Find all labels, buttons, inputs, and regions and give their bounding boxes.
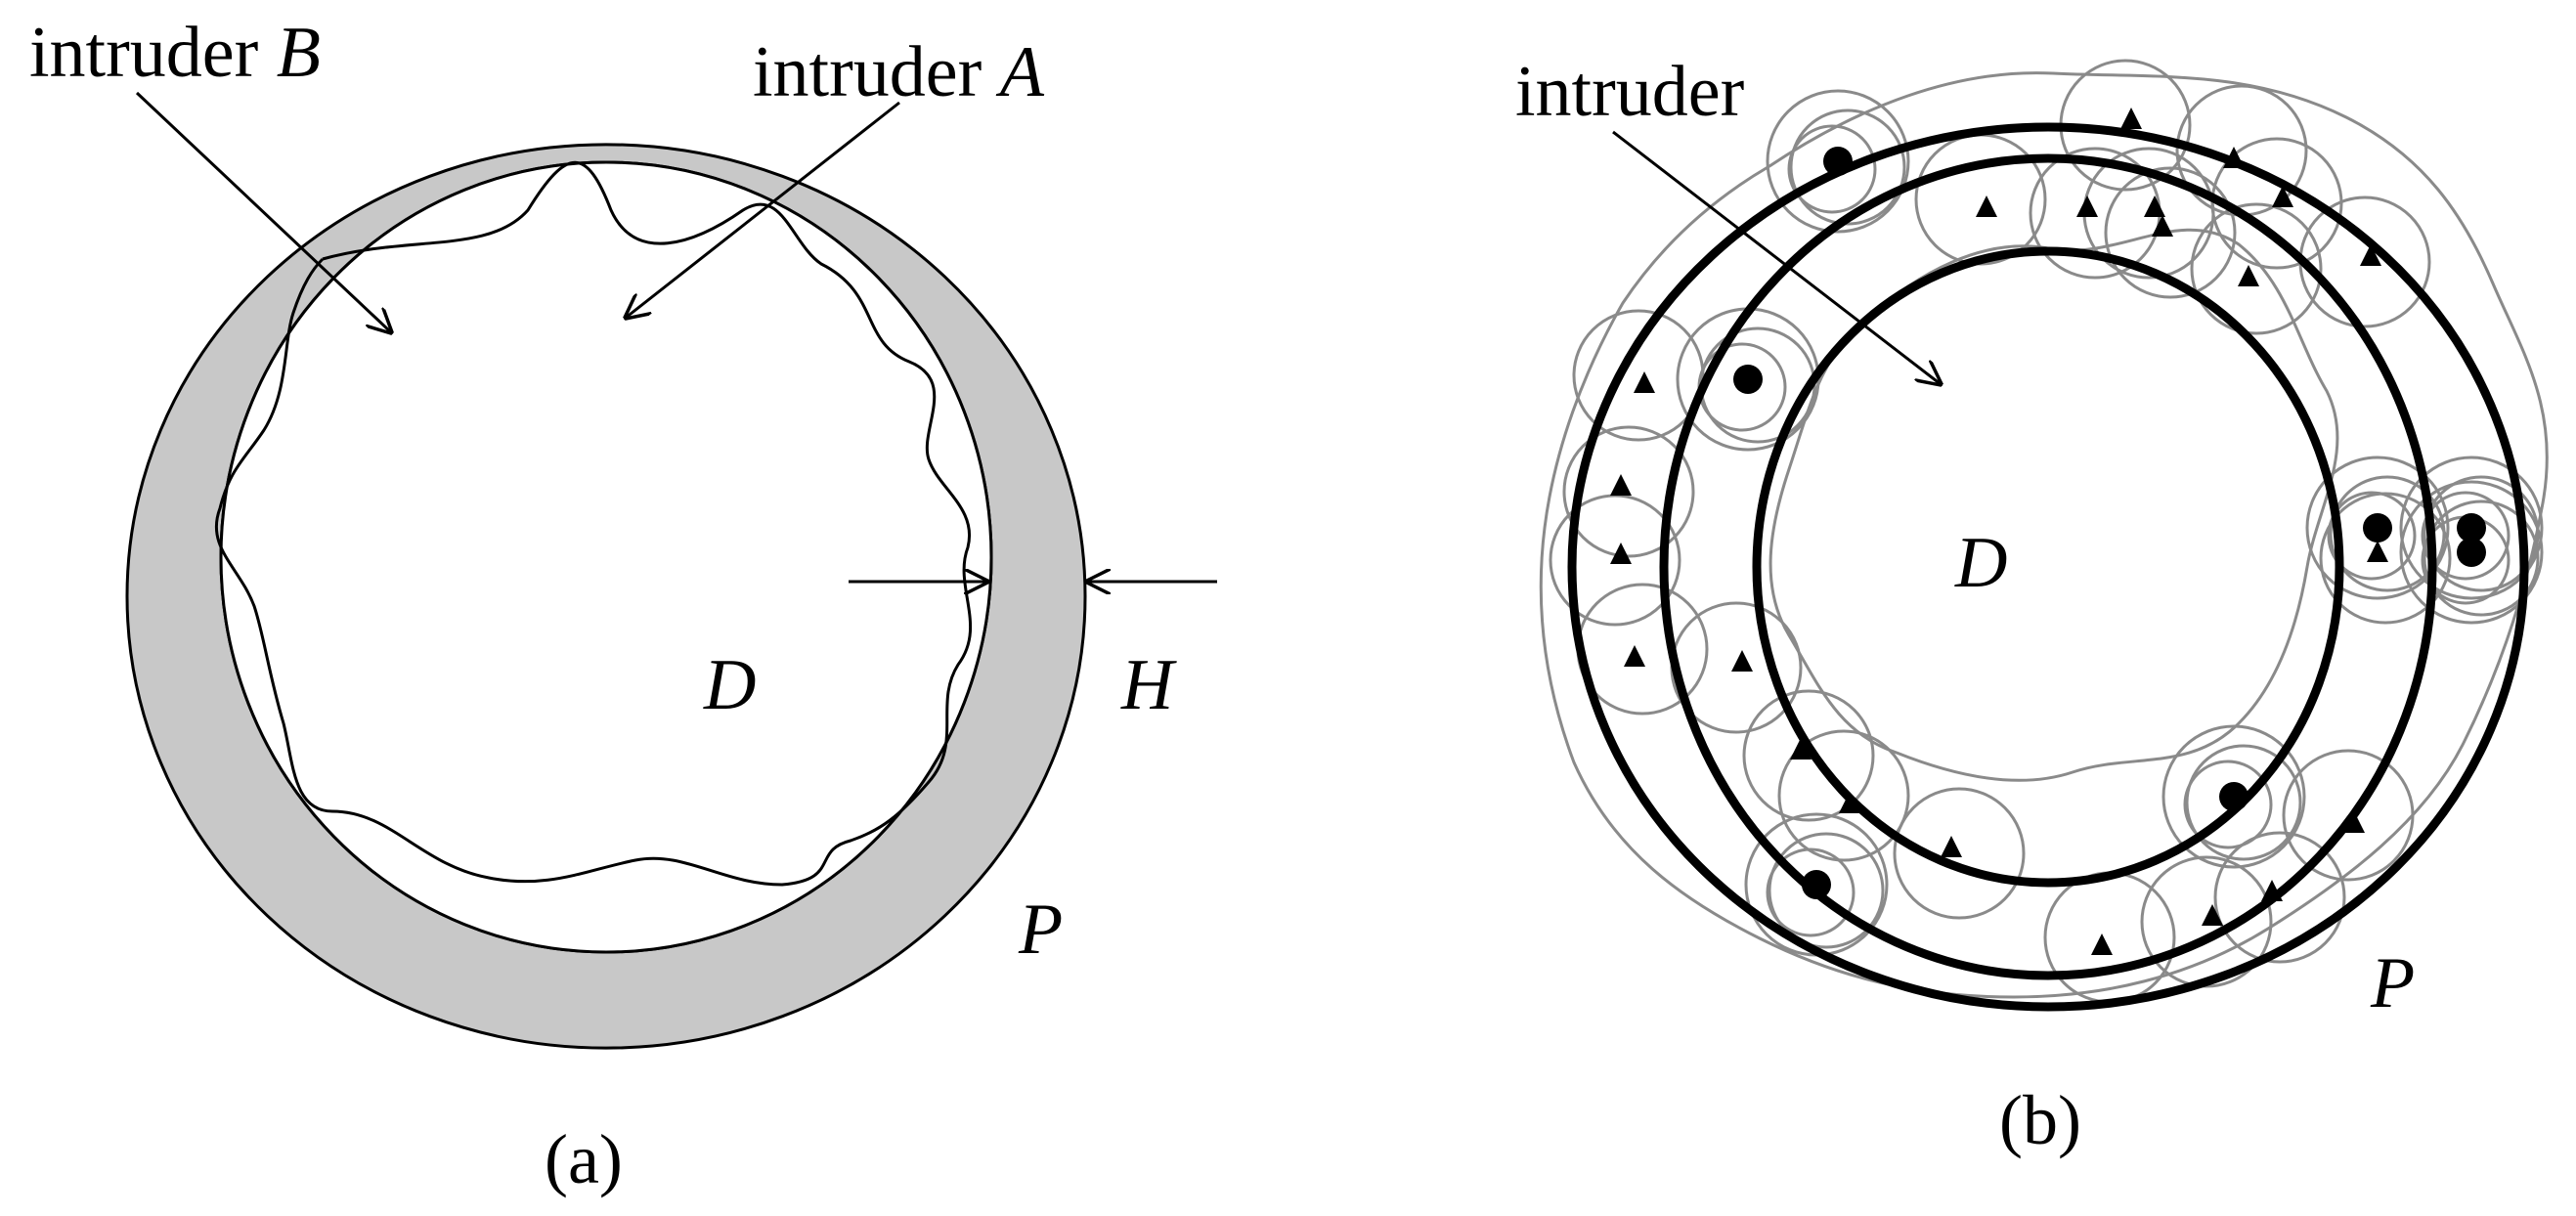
sensing-circle (1562, 425, 1695, 558)
arrow-intruder-b (135, 91, 391, 332)
sensing-circle (1766, 89, 1910, 234)
sensor-triangle (2360, 244, 2381, 266)
sensor-triangle (2343, 811, 2365, 833)
sensing-circle (1914, 133, 2047, 266)
caption-a: (a) (545, 1120, 623, 1198)
sensing-circle (2423, 499, 2540, 617)
sensor-dot (2363, 513, 2392, 543)
sensor-dot (2457, 513, 2486, 543)
sensing-circle (2104, 166, 2237, 299)
panel-b: intruder D P (b) (1515, 52, 2549, 1159)
sensing-circle (2399, 456, 2544, 600)
sensing-circle (2213, 831, 2346, 964)
sensing-circle (1777, 729, 1910, 862)
sensor-triangles (1610, 108, 2388, 955)
ring-outer (1567, 122, 2529, 1012)
sensor-triangle (2152, 215, 2173, 237)
label-h: H (1120, 645, 1177, 725)
sensor-triangle (2223, 147, 2245, 168)
sensor-triangle (1610, 543, 1632, 564)
sensing-circle (1789, 109, 1906, 226)
sensing-circle (2319, 492, 2452, 625)
sensor-circles (1549, 59, 2544, 1004)
label-p-b: P (2370, 943, 2415, 1023)
sensing-circle (1768, 832, 1885, 949)
sensing-circle (1893, 787, 2026, 920)
sensor-triangle (2202, 904, 2223, 926)
sensor-triangle (1634, 371, 1655, 393)
sensor-dot (1823, 147, 1853, 176)
sensing-boundary-inner (1768, 228, 2339, 782)
sensor-triangle (2272, 186, 2293, 207)
sensor-triangle (2367, 541, 2388, 562)
label-p-a: P (1018, 890, 1063, 970)
arrow-intruder-b-panel (1612, 130, 1941, 384)
sensor-triangle (2238, 265, 2259, 286)
sensing-circle (1742, 689, 1875, 822)
sensing-circle (1572, 309, 1705, 442)
sensing-circle (2399, 480, 2544, 625)
sensor-triangle (1976, 195, 1997, 217)
sensor-triangle (1731, 650, 1753, 672)
sensing-circle (2327, 491, 2417, 581)
label-intruder-b-panel: intruder (1515, 52, 1744, 132)
sensor-triangle (2076, 195, 2098, 217)
sensing-circle (2183, 760, 2273, 849)
label-intruder-b: intruder B (29, 13, 321, 93)
sensing-circle (1787, 124, 1877, 214)
sensing-circle (2421, 491, 2511, 581)
sensor-dot (2457, 538, 2486, 567)
sensor-triangle (1610, 474, 1632, 496)
sensor-triangle (2261, 880, 2283, 901)
caption-b: (b) (1999, 1081, 2081, 1159)
ring-inner (1752, 246, 2344, 888)
sensor-triangle (1624, 645, 1645, 667)
sensor-triangle (1941, 836, 1962, 857)
sensing-boundary-outer (1539, 71, 2549, 999)
sensor-triangle (2120, 108, 2142, 129)
label-d-a: D (703, 645, 756, 725)
sensor-dot (1733, 365, 1763, 394)
sensor-dot (2219, 782, 2249, 811)
sensor-dots (1733, 147, 2486, 899)
arrow-intruder-a (626, 101, 900, 318)
sensor-triangle (1790, 738, 1812, 760)
panel-a: intruder B intruder A D H P (a) (29, 13, 1217, 1198)
sensing-circle (2305, 456, 2450, 600)
sensor-triangle (2091, 934, 2113, 955)
sensing-circle (2043, 871, 2176, 1004)
sensor-triangle (1839, 792, 1860, 813)
sensor-dot (1802, 870, 1831, 899)
sensing-circle (2185, 744, 2302, 861)
ring-middle (1659, 153, 2437, 980)
sensing-circle (2190, 202, 2323, 335)
inner-boundary (219, 160, 993, 954)
sensor-triangle (2144, 195, 2165, 217)
label-intruder-a: intruder A (753, 32, 1045, 112)
label-d-b: D (1954, 523, 2007, 603)
intruder-path-wavy (214, 161, 973, 887)
